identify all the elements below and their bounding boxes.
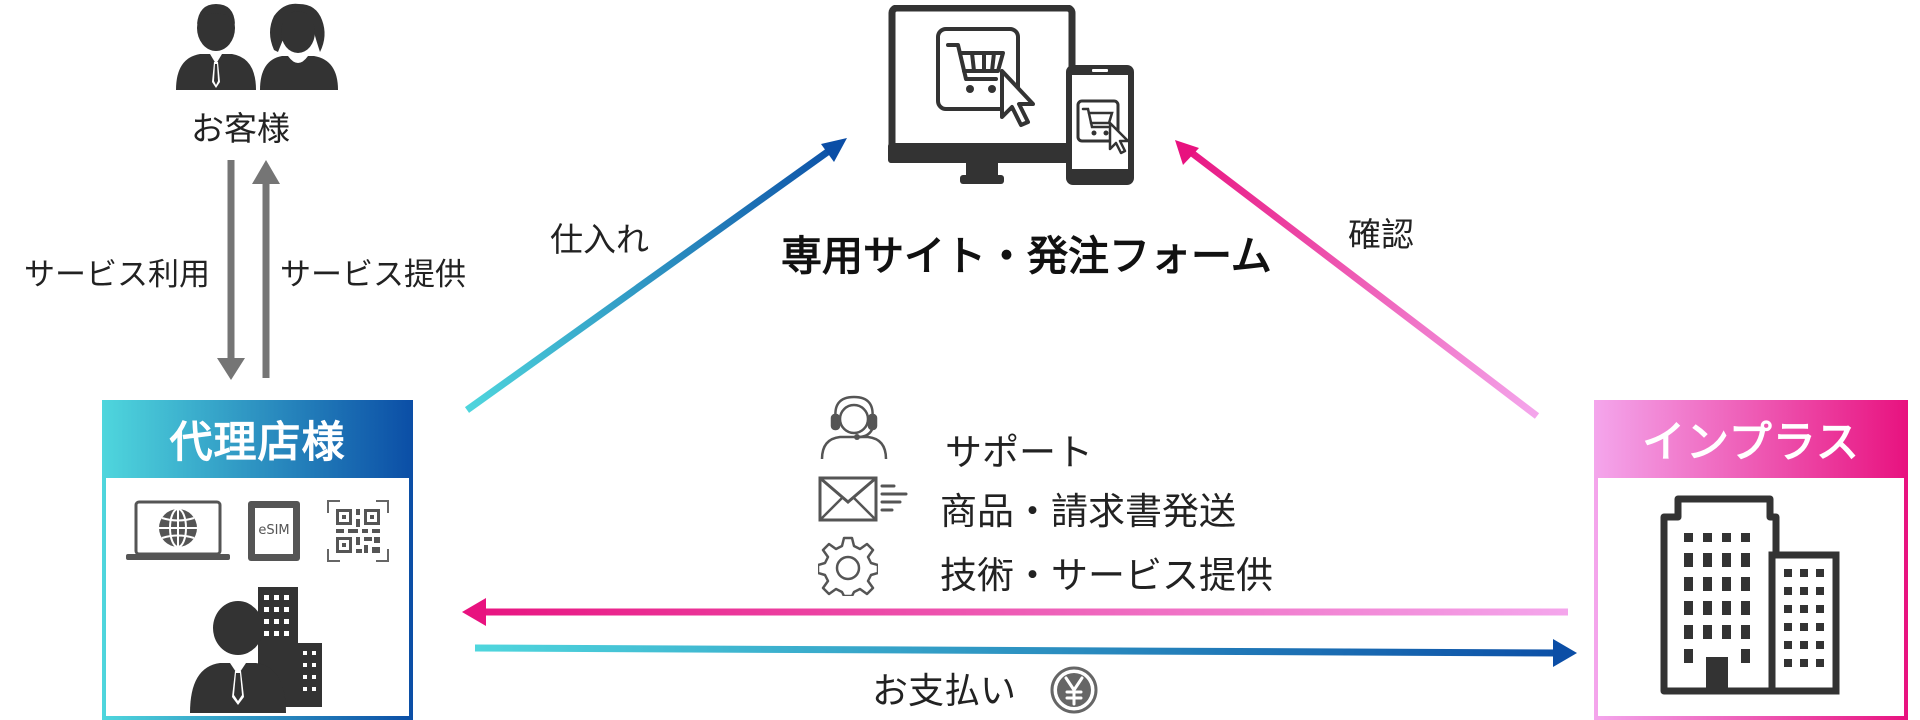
office-building-icon bbox=[1660, 495, 1840, 695]
confirm-arrow bbox=[1175, 140, 1540, 419]
service-item-shipping: 商品・請求書発送 bbox=[940, 490, 1236, 533]
yen-coin-icon bbox=[1048, 664, 1100, 716]
inplus-title: インプラス bbox=[1594, 400, 1908, 478]
service-provide-label: サービス提供 bbox=[280, 257, 466, 293]
confirm-label: 確認 bbox=[1348, 215, 1414, 254]
agency-title: 代理店様 bbox=[102, 400, 413, 478]
esim-text: eSIM bbox=[258, 523, 290, 538]
businessman-building-icon bbox=[186, 585, 326, 715]
payment-arrow bbox=[474, 639, 1577, 667]
site-label: 専用サイト・発注フォーム bbox=[781, 232, 1272, 280]
laptop-globe-icon bbox=[126, 500, 230, 562]
customer-label: お客様 bbox=[191, 109, 290, 148]
mail-icon bbox=[818, 474, 908, 524]
service-item-support: サポート bbox=[945, 431, 1093, 474]
service-use-arrow bbox=[217, 160, 245, 380]
services-arrow bbox=[462, 598, 1568, 626]
payment-label: お支払い bbox=[872, 671, 1017, 712]
service-use-label: サービス利用 bbox=[24, 257, 210, 293]
customers-icon bbox=[174, 2, 342, 92]
service-provide-arrow bbox=[252, 160, 280, 378]
qr-code-icon bbox=[326, 499, 390, 563]
ecommerce-devices-icon bbox=[888, 5, 1138, 190]
purchase-label: 仕入れ bbox=[550, 220, 649, 259]
purchase-arrow bbox=[464, 138, 847, 413]
service-item-tech: 技術・サービス提供 bbox=[940, 554, 1273, 597]
esim-chip-icon bbox=[246, 499, 302, 563]
headset-support-icon bbox=[818, 395, 890, 461]
gear-icon bbox=[818, 536, 878, 596]
